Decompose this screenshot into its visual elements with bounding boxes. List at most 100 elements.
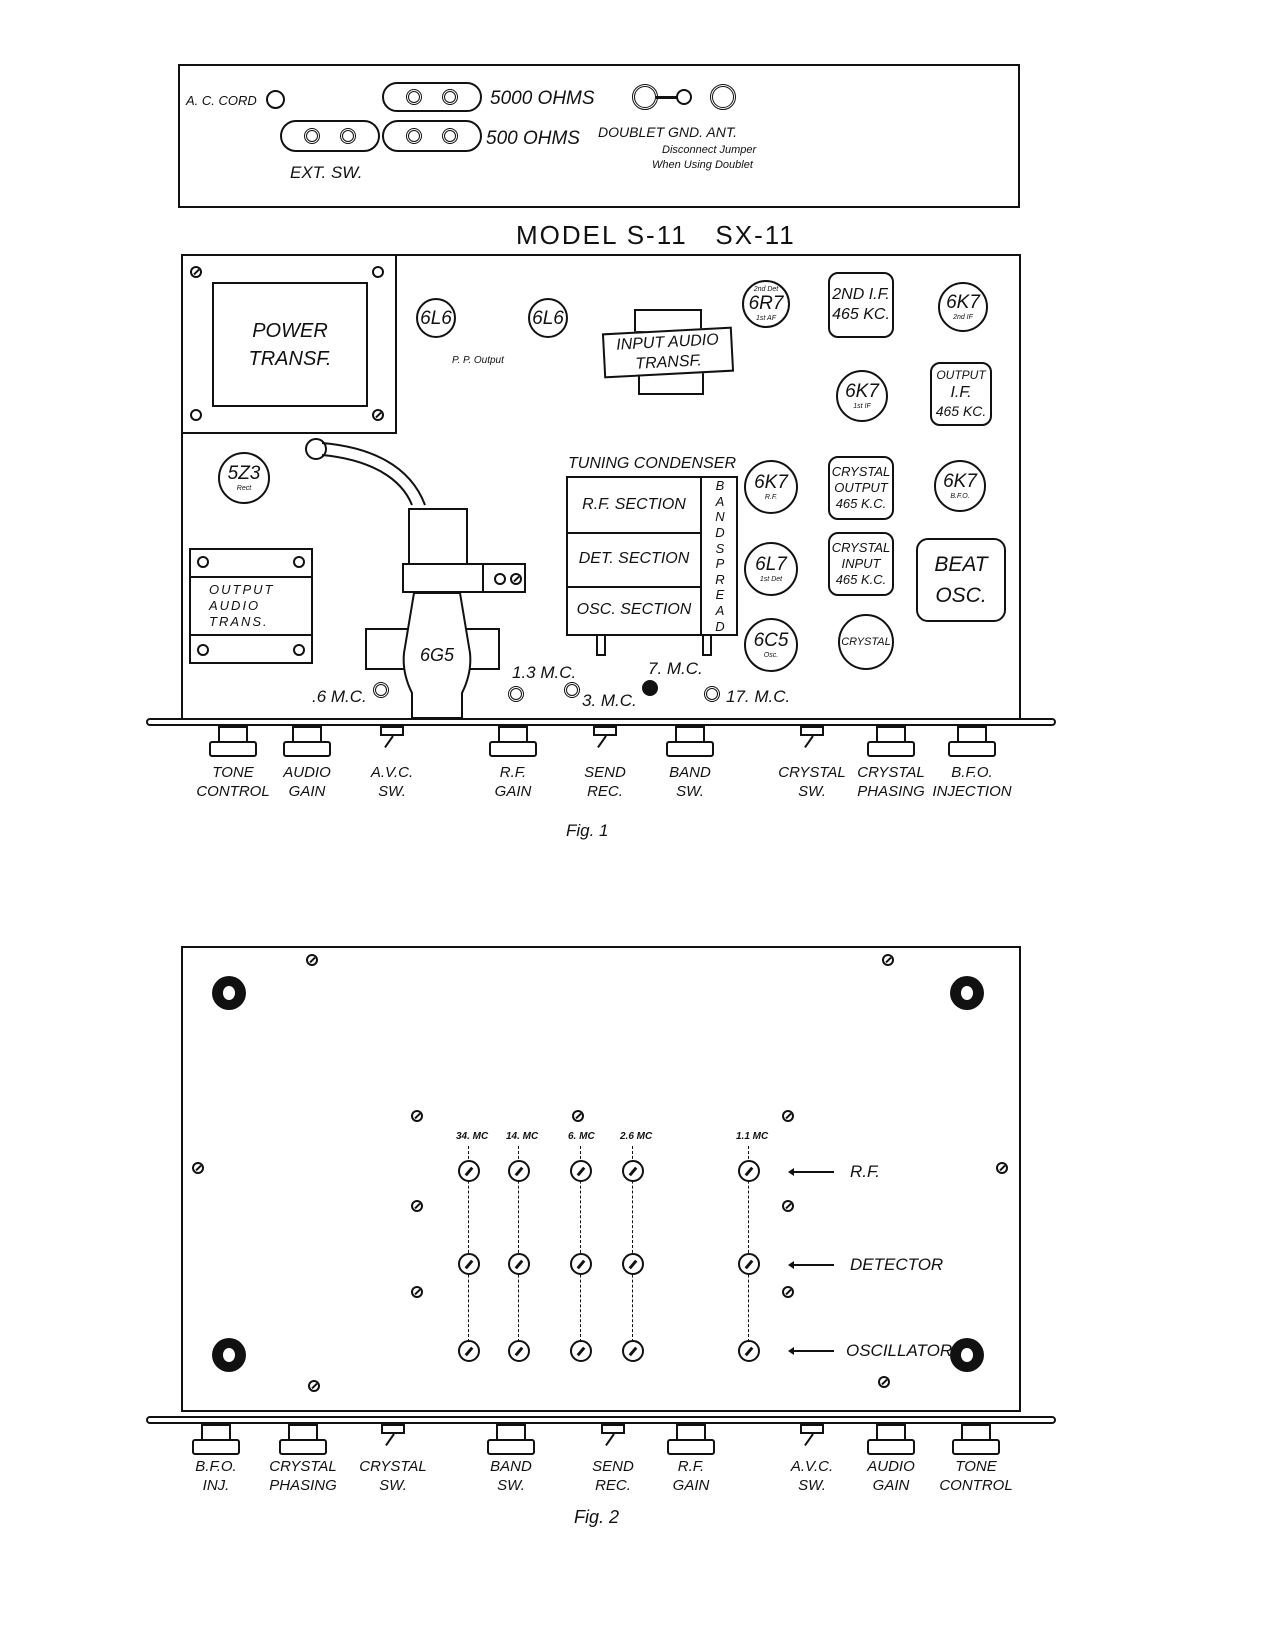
bandspread-letter: D bbox=[715, 618, 725, 634]
knob-icon[interactable] bbox=[487, 1439, 535, 1455]
toggle-lever-icon[interactable] bbox=[385, 1433, 395, 1447]
section-label: OSC. SECTION bbox=[576, 601, 692, 618]
knob-shaft bbox=[876, 1424, 906, 1440]
toggle-lever-icon[interactable] bbox=[605, 1433, 615, 1447]
band-label: 2.6 MC bbox=[620, 1131, 653, 1142]
knob-icon[interactable] bbox=[867, 741, 915, 757]
trimmer-detector-icon[interactable] bbox=[622, 1253, 644, 1275]
control-label-line: SW. bbox=[676, 782, 704, 800]
toggle-lever-icon[interactable] bbox=[384, 735, 394, 749]
trimmer-rf-icon[interactable] bbox=[570, 1160, 592, 1182]
tube-label: 6K7 bbox=[754, 472, 788, 493]
control-label-line: CRYSTAL bbox=[857, 764, 925, 781]
signal-path-line bbox=[468, 1146, 469, 1342]
tube-label: 6L7 bbox=[755, 554, 787, 575]
knob-icon[interactable] bbox=[209, 741, 257, 757]
ext-sw-label: EXT. SW. bbox=[290, 163, 363, 182]
screw-icon bbox=[510, 573, 522, 585]
output-transformer-label-2: AUDIO bbox=[209, 597, 261, 613]
detector-arrow-icon bbox=[788, 1261, 834, 1269]
tube-sublabel: Rect bbox=[236, 485, 252, 492]
coil-trimmer-13mc[interactable] bbox=[508, 686, 524, 702]
trimmer-oscillator-icon[interactable] bbox=[458, 1340, 480, 1362]
knob-icon[interactable] bbox=[867, 1439, 915, 1455]
can-2nd-if: 2ND I.F. 465 KC. bbox=[828, 272, 894, 338]
knob-shaft bbox=[498, 726, 528, 742]
trimmer-oscillator-icon[interactable] bbox=[508, 1340, 530, 1362]
control-label-line: CRYSTAL bbox=[359, 1458, 427, 1475]
trimmer-rf-icon[interactable] bbox=[458, 1160, 480, 1182]
knob-icon[interactable] bbox=[279, 1439, 327, 1455]
toggle-lever-icon[interactable] bbox=[804, 735, 814, 749]
trimmer-oscillator-icon[interactable] bbox=[622, 1340, 644, 1362]
section-label: R.F. SECTION bbox=[582, 496, 686, 513]
trimmer-oscillator-icon[interactable] bbox=[738, 1340, 760, 1362]
screw-icon bbox=[882, 954, 894, 966]
antenna-terminals-label: DOUBLET GND. ANT. bbox=[598, 124, 737, 140]
fig2-caption: Fig. 2 bbox=[574, 1507, 620, 1527]
can-crystal-output: CRYSTAL OUTPUT 465 K.C. bbox=[828, 456, 894, 520]
knob-shaft bbox=[675, 726, 705, 742]
terminal-icon bbox=[304, 128, 320, 144]
trimmer-detector-icon[interactable] bbox=[458, 1253, 480, 1275]
toggle-lever-icon[interactable] bbox=[804, 1433, 814, 1447]
knob-icon[interactable] bbox=[667, 1439, 715, 1455]
knob-icon[interactable] bbox=[666, 741, 714, 757]
screw-icon bbox=[878, 1376, 890, 1388]
knob-shaft bbox=[201, 1424, 231, 1440]
speaker-500-ohm-terminal-strip bbox=[382, 120, 482, 152]
tube-sublabel: 2nd IF bbox=[953, 314, 973, 321]
tube-6l6-b: 6L6 bbox=[528, 298, 568, 338]
knob-shaft bbox=[288, 1424, 318, 1440]
can-label: 465 KC. bbox=[935, 402, 987, 419]
tube-6k7-1st-if: 6K7 1st IF bbox=[836, 370, 888, 422]
fig1-control-label: R.F.GAIN bbox=[495, 764, 532, 802]
control-label-line: BAND bbox=[669, 764, 711, 781]
input-audio-transformer: INPUT AUDIO TRANSF. bbox=[601, 326, 735, 379]
trimmer-detector-icon[interactable] bbox=[570, 1253, 592, 1275]
screw-icon bbox=[308, 1380, 320, 1392]
tube-6k7-bfo: 6K7 B.F.O. bbox=[934, 460, 986, 512]
knob-icon[interactable] bbox=[952, 1439, 1000, 1455]
trimmer-oscillator-icon[interactable] bbox=[570, 1340, 592, 1362]
rf-section: R.F. SECTION bbox=[568, 478, 700, 534]
trimmer-rf-icon[interactable] bbox=[738, 1160, 760, 1182]
bandspread-letter: S bbox=[715, 540, 725, 556]
coil-trimmer-7mc[interactable] bbox=[642, 680, 658, 696]
band-label: 14. MC bbox=[506, 1131, 539, 1142]
knob-icon[interactable] bbox=[948, 741, 996, 757]
tube-label: 5Z3 bbox=[227, 463, 261, 484]
knob-icon[interactable] bbox=[283, 741, 331, 757]
trimmer-rf-icon[interactable] bbox=[508, 1160, 530, 1182]
control-label-line: CRYSTAL bbox=[269, 1458, 337, 1475]
terminal-icon bbox=[406, 89, 422, 105]
coil-trimmer-3mc[interactable] bbox=[564, 682, 580, 698]
trimmer-detector-icon[interactable] bbox=[738, 1253, 760, 1275]
knob-icon[interactable] bbox=[489, 741, 537, 757]
toggle-lever-icon[interactable] bbox=[597, 735, 607, 749]
bandspread-letter: B bbox=[715, 478, 725, 494]
crystal-holder: CRYSTAL bbox=[838, 614, 894, 670]
coil-trimmer-06mc[interactable] bbox=[373, 682, 389, 698]
can-label: 2ND I.F. bbox=[832, 286, 890, 303]
screw-icon bbox=[197, 556, 209, 568]
trimmer-rf-icon[interactable] bbox=[622, 1160, 644, 1182]
row-label-rf: R.F. bbox=[850, 1162, 880, 1181]
jumper-note-line1: Disconnect Jumper bbox=[662, 144, 757, 156]
bandspread-letter: E bbox=[715, 587, 725, 603]
tube-6k7-2nd-if: 6K7 2nd IF bbox=[938, 282, 988, 332]
fig1-control-label: A.V.C.SW. bbox=[371, 764, 413, 802]
front-panel-edge bbox=[146, 718, 1056, 726]
bandspread-letter: D bbox=[715, 525, 725, 541]
knob-icon[interactable] bbox=[192, 1439, 240, 1455]
terminal-icon bbox=[442, 128, 458, 144]
trimmer-label-13mc: 1.3 M.C. bbox=[512, 663, 577, 682]
ohms-5000-label: 5000 OHMS bbox=[490, 88, 595, 109]
coil-trimmer-17mc[interactable] bbox=[704, 686, 720, 702]
trimmer-detector-icon[interactable] bbox=[508, 1253, 530, 1275]
trimmer-label-3mc: 3. M.C. bbox=[582, 691, 637, 710]
